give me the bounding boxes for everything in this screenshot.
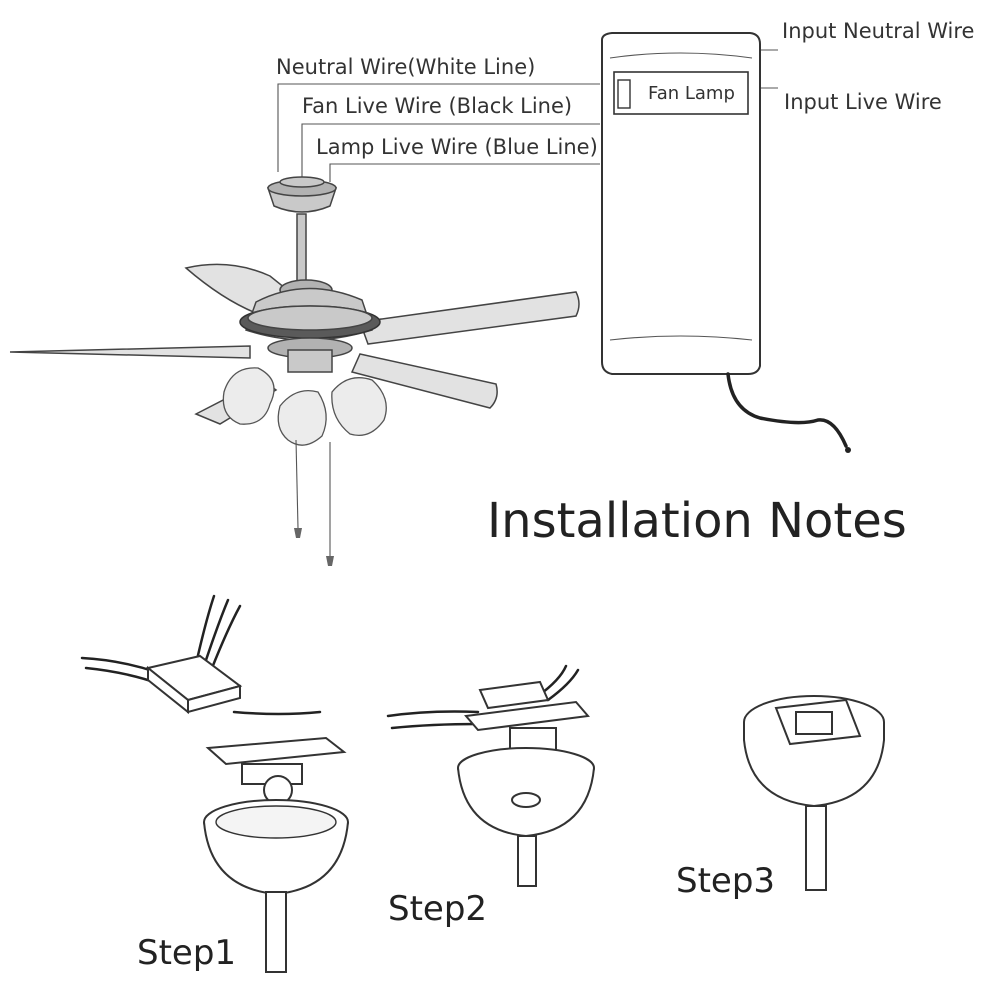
receiver-module: Fan Lamp [601,32,851,453]
lamp-shade [331,377,387,437]
diagram-title: Installation Notes [487,493,907,549]
fan-blade [358,291,580,345]
neutral-wire-label: Neutral Wire(White Line) [276,55,535,79]
fan-blade [9,345,251,359]
step3-label: Step3 [676,861,775,901]
lamp-shade [277,389,327,446]
input-neutral-wire-label: Input Neutral Wire [782,19,974,43]
input-live-wire-label: Input Live Wire [784,90,942,114]
wire-leader-lines [277,49,778,182]
ceiling-fan [9,176,580,566]
receiver-antenna-cord [726,372,848,448]
step2-label: Step2 [388,889,487,929]
step2-illustration [386,664,595,887]
receiver-label: Fan Lamp [648,83,735,104]
lamp-shade [222,367,275,425]
step1-label: Step1 [137,933,236,973]
fan-live-wire-label: Fan Live Wire (Black Line) [302,94,572,118]
fan-blade [350,353,498,409]
lamp-live-wire-label: Lamp Live Wire (Blue Line) [316,135,598,159]
step3-illustration [743,695,885,891]
step1-illustration [80,594,349,973]
